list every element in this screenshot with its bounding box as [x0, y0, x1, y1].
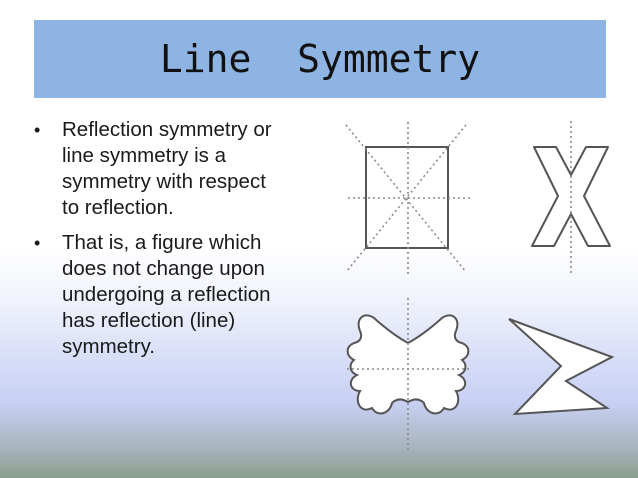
title-band: Line Symmetry	[34, 20, 606, 98]
bullet-marker: •	[34, 233, 41, 253]
bullet-text: Reflection symmetry or line symmetry is …	[62, 118, 272, 219]
bullet-text: That is, a figure which does not change …	[62, 231, 271, 358]
bullet-item: • That is, a figure which does not chang…	[30, 230, 315, 360]
diagonal-symmetry-line	[345, 124, 467, 273]
flower-figure	[346, 298, 470, 452]
letter-x-figure	[531, 121, 611, 274]
diagonal-symmetry-line	[345, 124, 467, 273]
asymmetric-figure	[508, 318, 615, 416]
slide-title: Line Symmetry	[159, 37, 481, 81]
asymmetric-shape	[508, 318, 615, 416]
square-figure	[345, 122, 470, 274]
bullet-item: • Reflection symmetry or line symmetry i…	[30, 117, 315, 221]
bullet-marker: •	[34, 120, 41, 140]
bullet-list: • Reflection symmetry or line symmetry i…	[30, 117, 315, 369]
